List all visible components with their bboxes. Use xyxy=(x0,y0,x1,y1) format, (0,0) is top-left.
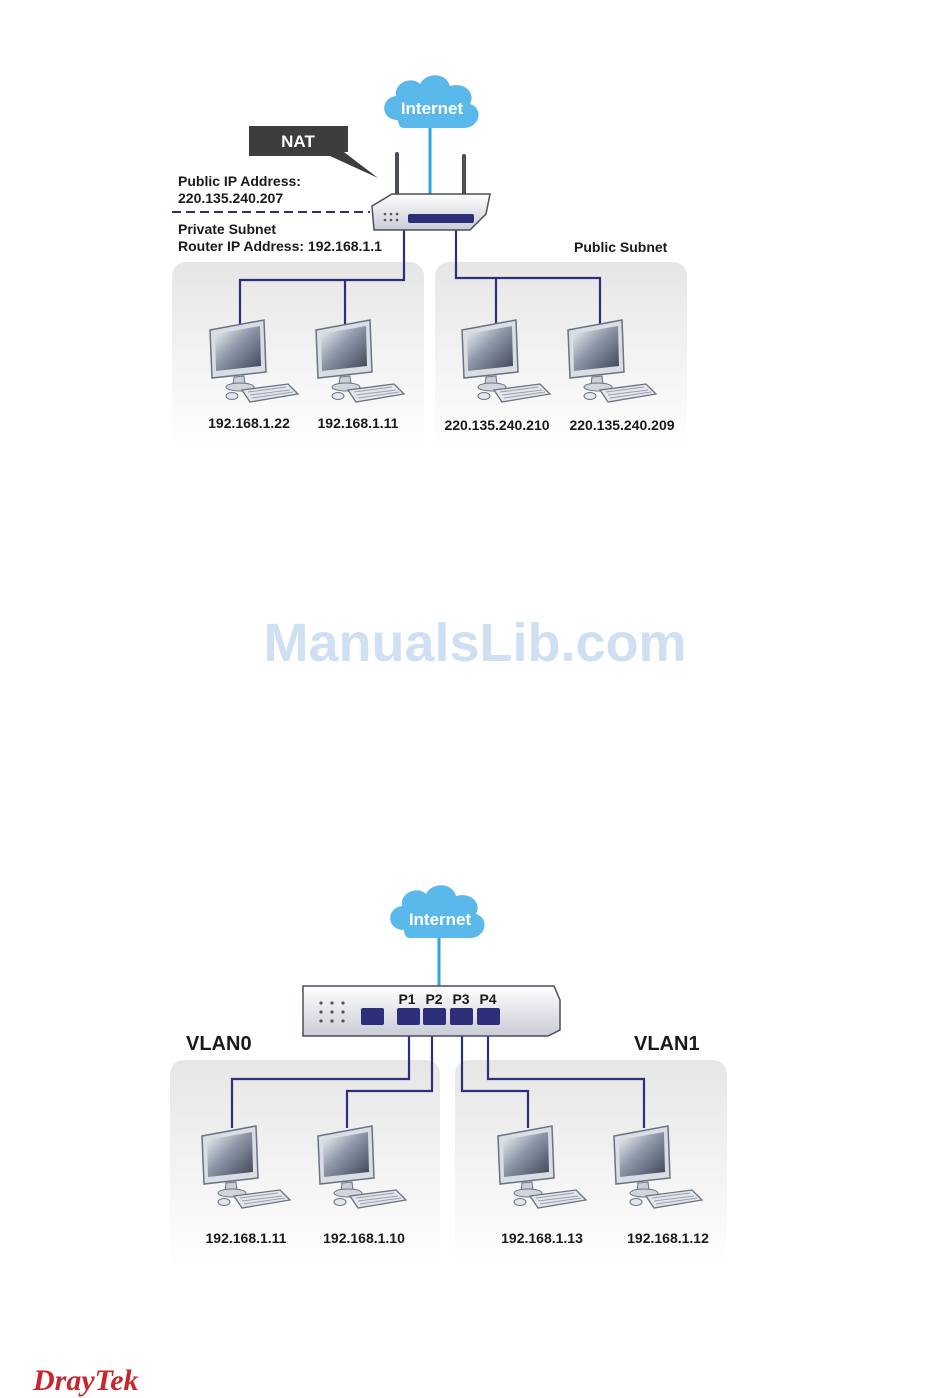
vlan1-label: VLAN1 xyxy=(634,1033,700,1055)
public-ip-value: 220.135.240.207 xyxy=(178,190,283,206)
host-ip: 192.168.1.10 xyxy=(323,1230,405,1246)
private-subnet-label: Private Subnet xyxy=(178,221,276,237)
vlan-diagram: P1 P2 P3 P4 Internet VLAN0 VLAN1 192.168… xyxy=(170,885,727,1270)
router-ip-label: Router IP Address: 192.168.1.1 xyxy=(178,238,382,254)
internet-label-1: Internet xyxy=(401,99,464,118)
port-label: P3 xyxy=(452,991,469,1007)
port-p1 xyxy=(397,1008,420,1025)
host-ip: 192.168.1.13 xyxy=(501,1230,583,1246)
port-p3 xyxy=(450,1008,473,1025)
port-label: P1 xyxy=(398,991,415,1007)
host-ip: 192.168.1.22 xyxy=(208,415,290,431)
host-ip: 220.135.240.210 xyxy=(444,417,549,433)
host-ip: 192.168.1.11 xyxy=(206,1230,287,1246)
port-p4 xyxy=(477,1008,500,1025)
public-subnet-label: Public Subnet xyxy=(574,239,668,255)
vlan0-label: VLAN0 xyxy=(186,1033,252,1055)
port-label: P4 xyxy=(479,991,496,1007)
nat-label: NAT xyxy=(281,132,315,151)
port-p2 xyxy=(423,1008,446,1025)
public-ip-label: Public IP Address: xyxy=(178,173,301,189)
nat-diagram: Internet NAT Public IP Address: 220.135.… xyxy=(172,75,687,452)
host-ip: 220.135.240.209 xyxy=(569,417,674,433)
port-label: P2 xyxy=(425,991,442,1007)
host-ip: 192.168.1.12 xyxy=(627,1230,709,1246)
internet-label-2: Internet xyxy=(409,910,472,929)
host-ip: 192.168.1.11 xyxy=(318,415,399,431)
watermark: ManualsLib.com xyxy=(0,612,950,674)
draytek-logo: DrayTek xyxy=(33,1364,139,1398)
